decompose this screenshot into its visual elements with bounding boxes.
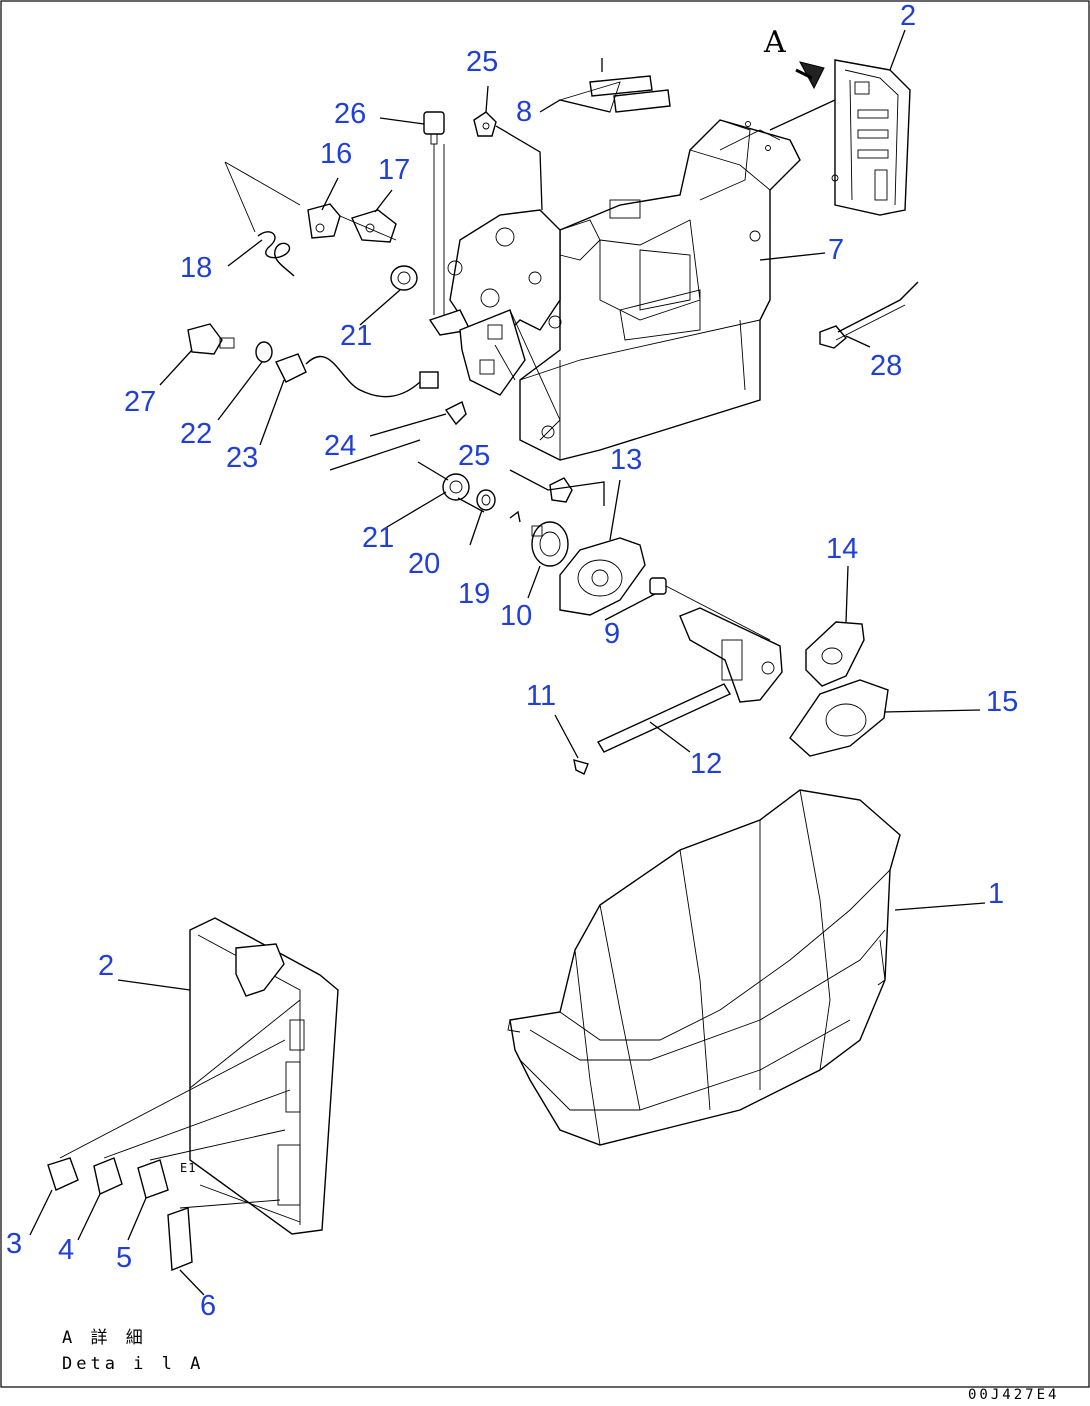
part-1-console-box xyxy=(507,789,901,1146)
part-11-screw xyxy=(573,759,589,775)
part-28-cable-tie xyxy=(819,281,919,349)
part-8-labels xyxy=(558,75,671,113)
callout-7: 7 xyxy=(828,234,845,266)
callout-6: 6 xyxy=(200,1290,217,1322)
part-2-panel-detail xyxy=(189,917,339,1235)
callout-2-detail: 2 xyxy=(98,950,115,982)
callout-21-upper: 21 xyxy=(340,320,373,352)
callout-17: 17 xyxy=(378,154,411,186)
part-13-cover xyxy=(559,537,646,616)
callout-25-top: 25 xyxy=(466,46,499,78)
callout-16: 16 xyxy=(320,138,353,170)
callout-19: 19 xyxy=(458,578,491,610)
callout-20: 20 xyxy=(408,548,441,580)
part-27-switch xyxy=(187,323,235,355)
callout-18: 18 xyxy=(180,252,213,284)
detail-label-jp: A 詳 細 xyxy=(62,1328,147,1348)
callout-15: 15 xyxy=(986,686,1019,718)
part-4-switch xyxy=(93,1089,291,1195)
view-arrow-a xyxy=(795,61,825,90)
part-2-panel-top xyxy=(831,59,911,216)
part-17-clip xyxy=(339,209,397,243)
part-18-spring xyxy=(224,161,301,277)
callout-25-lower: 25 xyxy=(458,440,491,472)
part-7-bracket-frame xyxy=(519,119,801,461)
part-25-clip-top xyxy=(473,111,497,137)
leader-lines xyxy=(29,29,986,1296)
part-16-clip xyxy=(307,203,341,239)
callout-24: 24 xyxy=(324,430,357,462)
lever-assembly xyxy=(679,607,783,703)
part-24-grommet xyxy=(444,401,467,426)
part-10-knob xyxy=(531,521,569,567)
small-mark: E1 xyxy=(180,1161,197,1175)
part-9-bolt xyxy=(649,577,771,641)
view-arrow-label: A xyxy=(764,25,786,60)
part-25-clip-lower xyxy=(549,477,573,503)
callout-12: 12 xyxy=(690,748,723,780)
callout-13: 13 xyxy=(610,444,643,476)
callout-26: 26 xyxy=(334,98,367,130)
part-21-collar-lower xyxy=(442,473,470,501)
part-15-cover xyxy=(789,679,889,757)
part-6-switch xyxy=(167,1199,281,1272)
callout-27: 27 xyxy=(124,386,157,418)
callout-23: 23 xyxy=(226,442,259,474)
callout-28: 28 xyxy=(870,350,903,382)
callout-4: 4 xyxy=(58,1234,75,1266)
callout-3: 3 xyxy=(6,1228,23,1260)
callout-21-lower: 21 xyxy=(362,522,395,554)
part-26-bolt xyxy=(423,111,445,315)
part-20-washer xyxy=(476,489,496,511)
callout-9: 9 xyxy=(604,618,621,650)
part-3-switch xyxy=(47,1039,286,1191)
callout-8: 8 xyxy=(516,96,533,128)
callout-5: 5 xyxy=(116,1242,133,1274)
part-14-bracket xyxy=(805,621,865,687)
part-21-collar-upper xyxy=(390,265,418,291)
part-23-sensor xyxy=(275,353,439,398)
callout-14: 14 xyxy=(826,533,859,565)
link-bracket xyxy=(428,209,601,441)
detail-label-en: Deta i l A xyxy=(62,1354,205,1374)
part-22-washer xyxy=(255,341,273,363)
part-5-switch xyxy=(137,1129,286,1199)
callout-22: 22 xyxy=(180,418,213,450)
part-12-rod xyxy=(596,683,732,753)
callout-1: 1 xyxy=(988,878,1005,910)
callout-2-top: 2 xyxy=(900,0,917,32)
drawing-number: 00J427E4 xyxy=(968,1387,1060,1403)
part-19-pin xyxy=(509,510,521,523)
callout-10: 10 xyxy=(500,600,533,632)
callout-11: 11 xyxy=(526,680,557,712)
